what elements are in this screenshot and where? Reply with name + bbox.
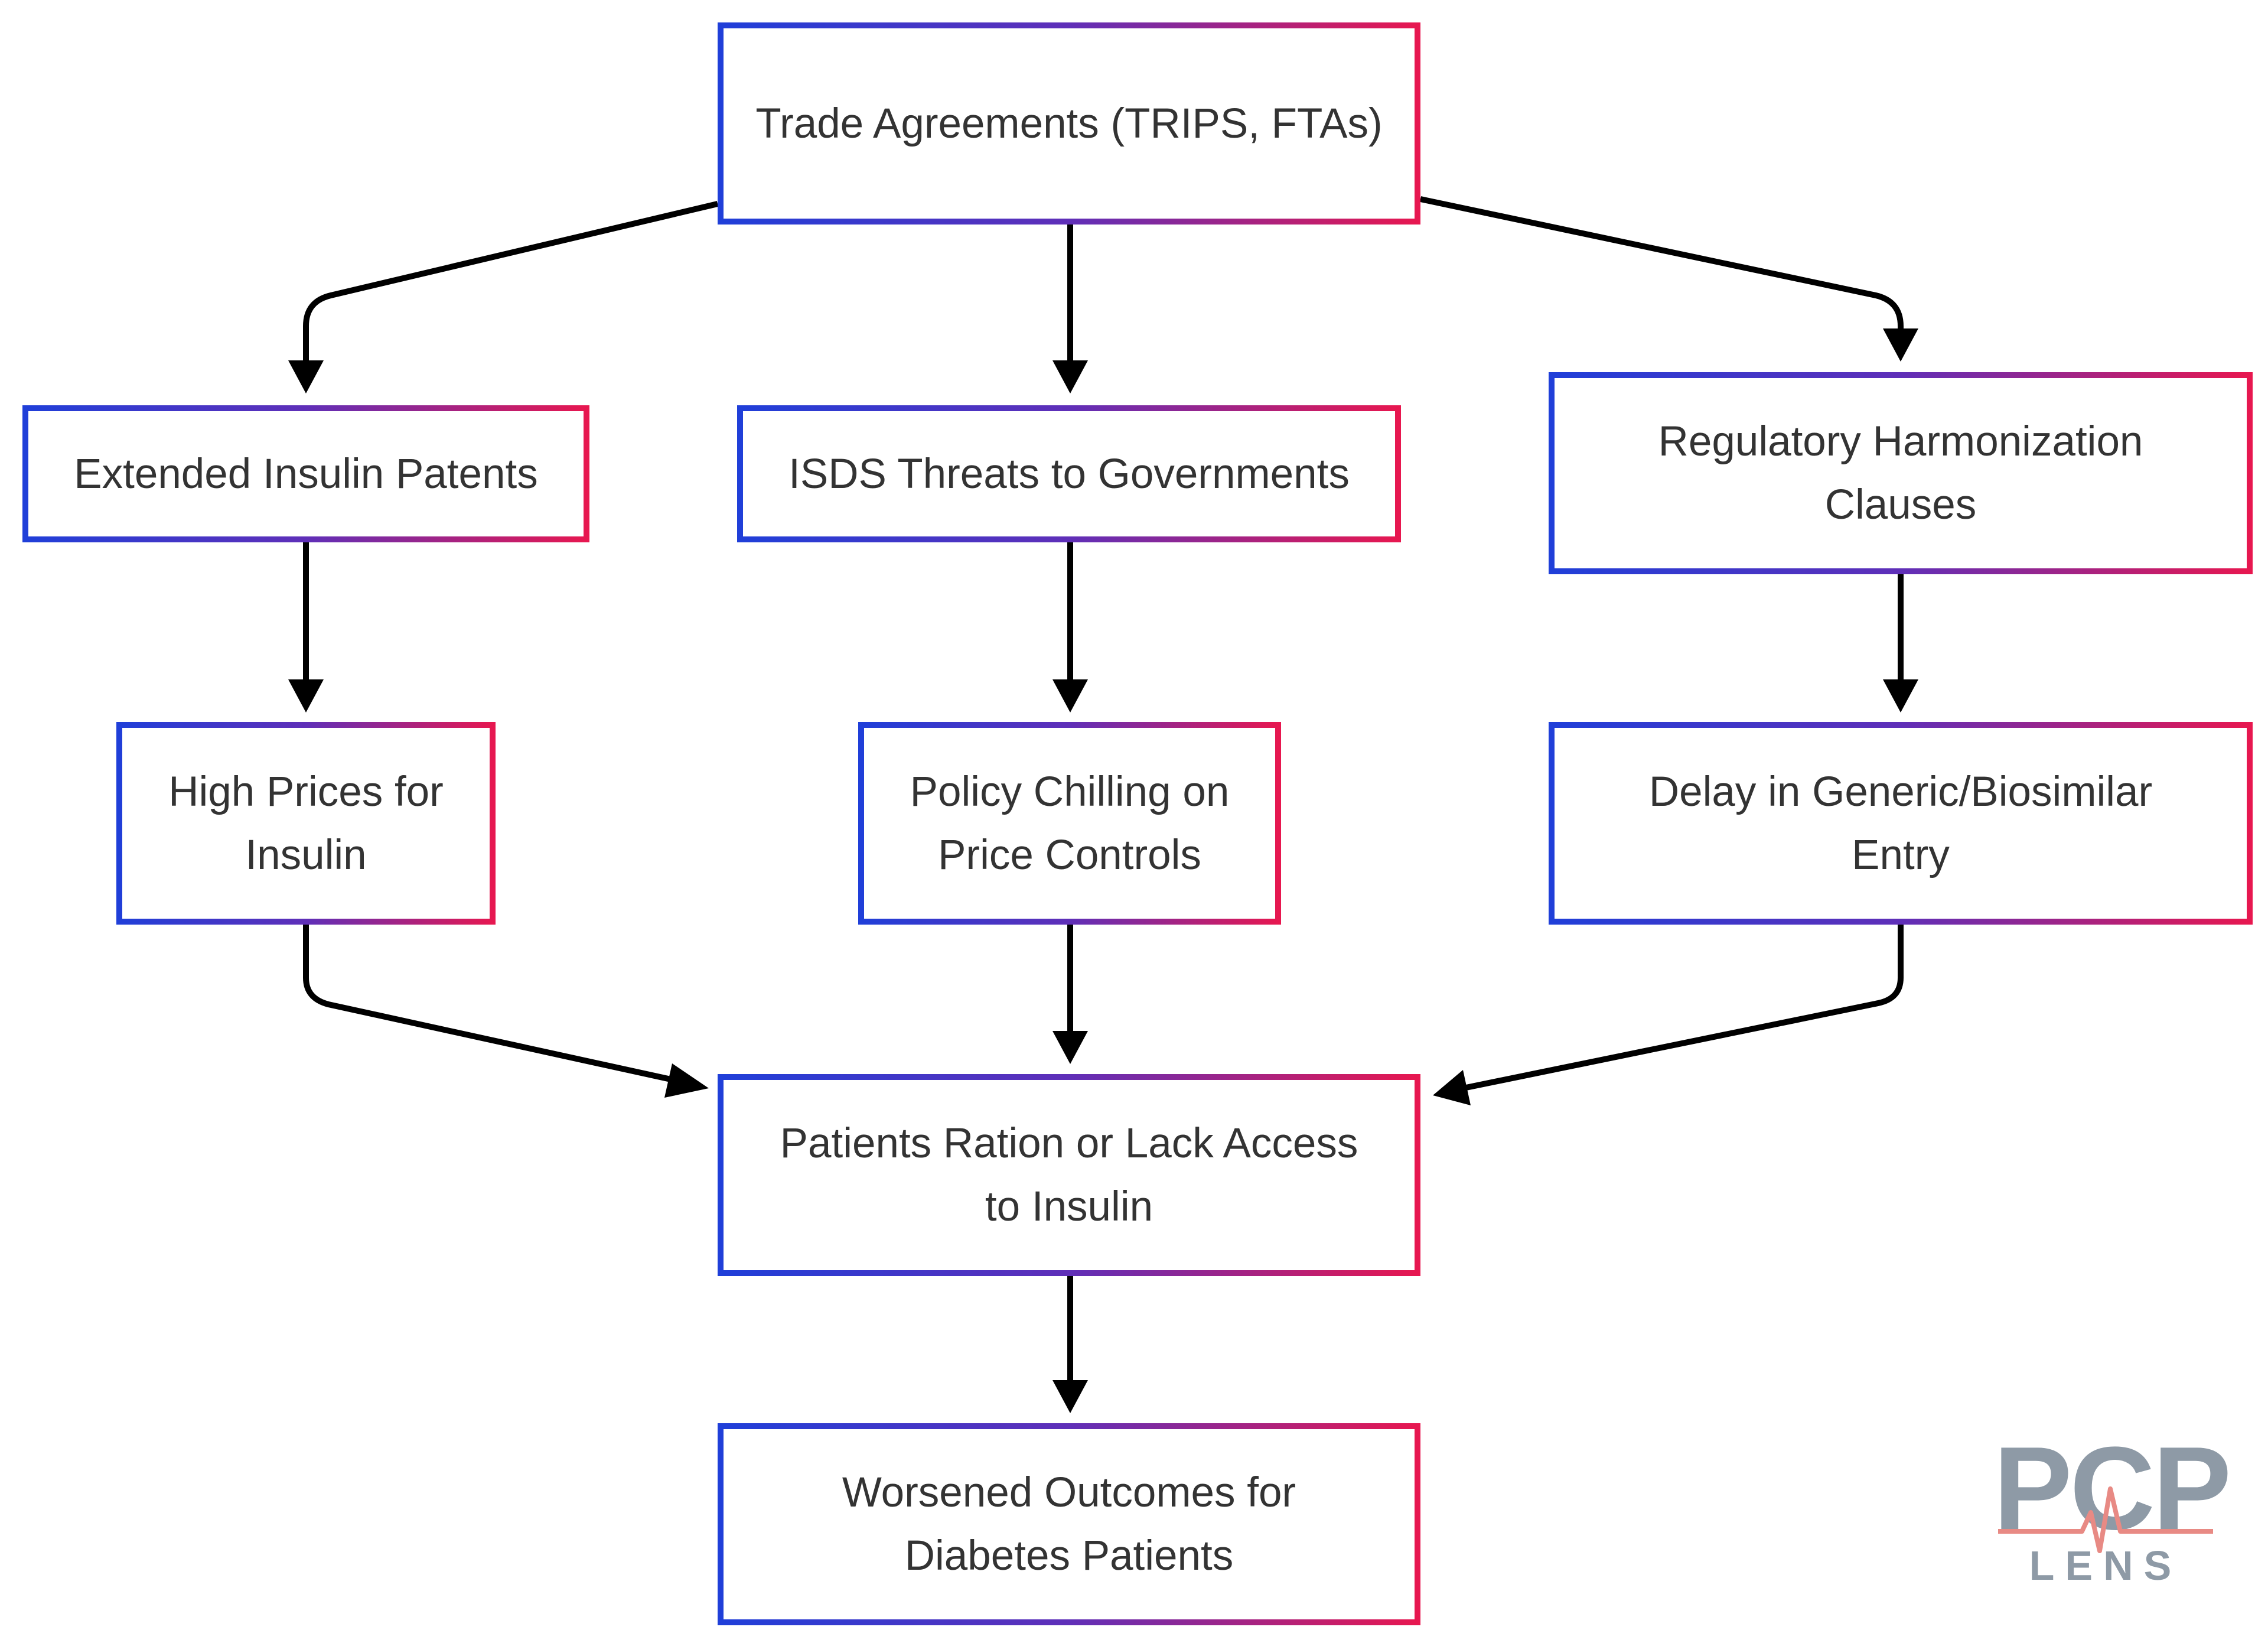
node-label: Patients Ration or Lack Access to Insuli… bbox=[780, 1120, 1358, 1230]
node-worsened-outcomes: Worsened Outcomes for Diabetes Patients bbox=[718, 1423, 1420, 1625]
arrowhead-isds-threats bbox=[1052, 360, 1088, 393]
node-policy-chilling: Policy Chilling on Price Controls bbox=[858, 722, 1281, 925]
edge-trade-to-regulatory bbox=[1419, 196, 1904, 328]
node-patients-ration: Patients Ration or Lack Access to Insuli… bbox=[718, 1074, 1420, 1276]
node-extended-insulin-patents: Extended Insulin Patents bbox=[22, 405, 589, 542]
node-label: Policy Chilling on Price Controls bbox=[910, 768, 1230, 879]
node-label: Extended Insulin Patents bbox=[74, 450, 538, 497]
node-label: Worsened Outcomes for Diabetes Patients bbox=[842, 1469, 1296, 1579]
node-label: Regulatory Harmonization Clauses bbox=[1658, 418, 2143, 528]
node-high-prices: High Prices for Insulin bbox=[116, 722, 496, 925]
arrowhead-policy-chilling bbox=[1052, 679, 1088, 712]
arrowhead-regulatory bbox=[1883, 328, 1918, 362]
edge-delay-to-ration bbox=[1465, 925, 1904, 1091]
node-label: High Prices for Insulin bbox=[168, 768, 444, 879]
arrowhead-ration-left bbox=[664, 1063, 709, 1098]
node-regulatory-harmonization: Regulatory Harmonization Clauses bbox=[1549, 372, 2253, 574]
edge-trade-to-patents bbox=[303, 201, 719, 360]
arrowhead-ration-right bbox=[1433, 1070, 1471, 1105]
arrowhead-ration-center bbox=[1052, 1031, 1088, 1064]
pcp-lens-logo: PCP LENS bbox=[1993, 1430, 2231, 1595]
node-label: ISDS Threats to Governments bbox=[788, 450, 1350, 497]
pulse-line-icon bbox=[1998, 1486, 2213, 1553]
node-trade-agreements: Trade Agreements (TRIPS, FTAs) bbox=[718, 22, 1420, 225]
arrowhead-worsened-outcomes bbox=[1052, 1380, 1088, 1413]
logo-sub-text: LENS bbox=[2029, 1543, 2182, 1589]
node-label: Trade Agreements (TRIPS, FTAs) bbox=[755, 100, 1383, 147]
arrowhead-high-prices bbox=[288, 679, 324, 712]
arrowhead-extended-patents bbox=[288, 360, 324, 393]
node-label: Delay in Generic/Biosimilar Entry bbox=[1648, 768, 2153, 879]
arrowhead-delay-entry bbox=[1883, 679, 1918, 712]
node-delay-entry: Delay in Generic/Biosimilar Entry bbox=[1549, 722, 2253, 925]
node-isds-threats: ISDS Threats to Governments bbox=[737, 405, 1401, 542]
edge-prices-to-ration bbox=[303, 925, 677, 1084]
